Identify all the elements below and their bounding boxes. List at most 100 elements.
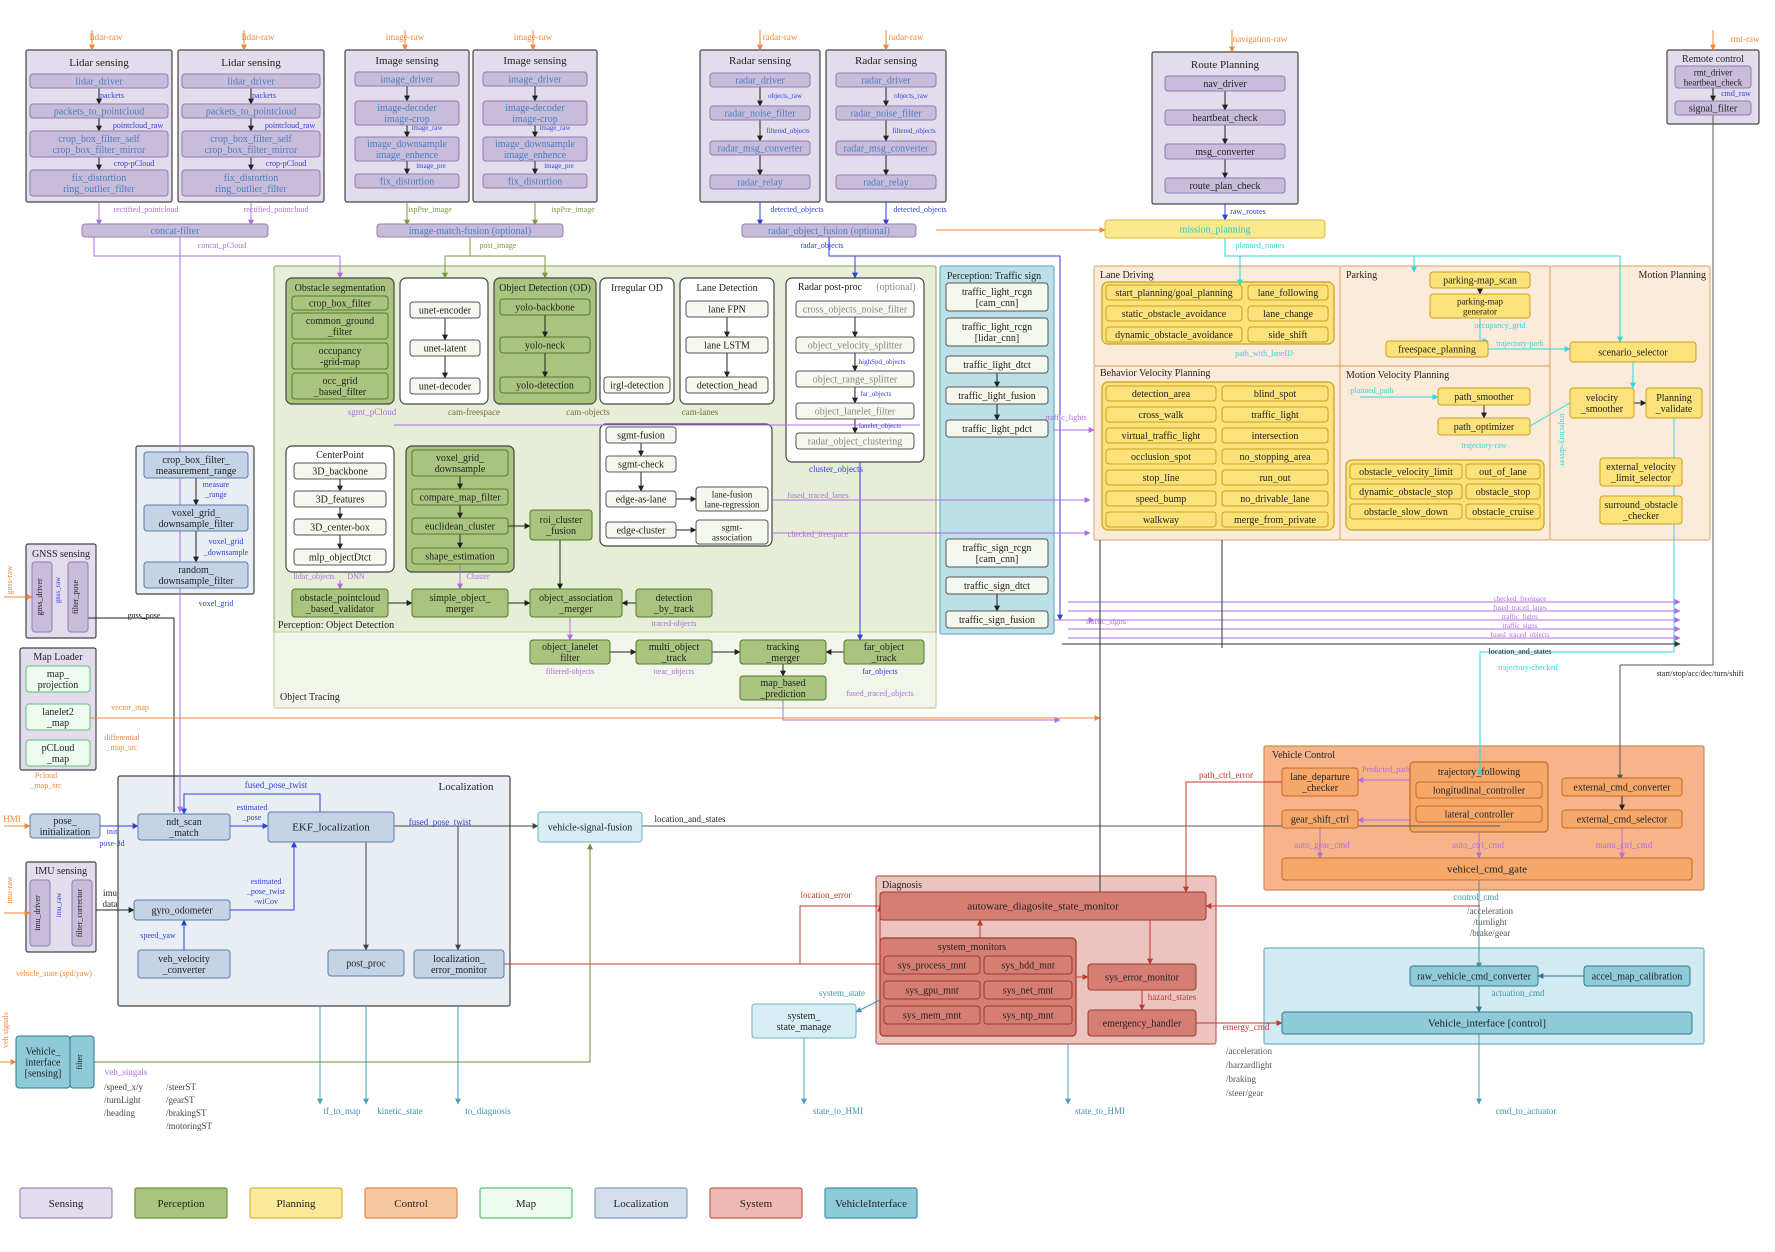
mlp-object-dtct-label: mlp_objectDtct: [309, 553, 371, 564]
crop-box-filter-p: [291, 295, 389, 311]
occupancy-grid-map: [291, 342, 389, 370]
image-raw-label: image-raw: [514, 32, 553, 42]
label: traffic_lights: [1502, 613, 1538, 621]
label: cluster_objects: [809, 464, 863, 474]
sys-monitor: [983, 1005, 1073, 1025]
label: /brakingST: [166, 1108, 207, 1118]
image-downsample-label: image_enhence: [376, 150, 439, 161]
concat-to-seg: [93, 237, 343, 279]
side-shift: [1247, 326, 1329, 343]
lane-following: [1247, 284, 1329, 301]
object-range-splitter: [795, 370, 915, 388]
gear-shift-ctrl: [1281, 809, 1359, 829]
label: control_cmd: [1453, 892, 1499, 902]
label: Obstacle segmentation: [295, 283, 386, 294]
image-fix-distortion-label: fix_distortion: [508, 177, 562, 188]
system-state-manage-label: state_manage: [777, 1022, 832, 1033]
lane-departure-checker: [1281, 767, 1359, 797]
sgmt-check: [605, 455, 677, 473]
localization-error-monitor-label: localization_: [433, 954, 486, 965]
legend-label: Control: [394, 1198, 428, 1210]
localization-error-monitor: [413, 949, 505, 979]
sgmt-association-label: association: [712, 533, 752, 543]
label: image_pre: [416, 162, 446, 170]
label: _downsample: [203, 548, 249, 557]
label: image_raw: [539, 124, 571, 132]
detection-head-label: detection_head: [697, 381, 758, 392]
label: -wiCov: [254, 897, 278, 906]
parking-map-generator-label: parking-map: [1457, 297, 1503, 307]
planned-routes-line: [1224, 238, 1623, 343]
parking-map-scan: [1429, 271, 1531, 289]
image-downsample-label: image_downsample: [495, 139, 576, 150]
image-fix-distortion-label: fix_distortion: [380, 177, 434, 188]
radar-noise-filter-label: radar_noise_filter: [850, 109, 922, 120]
rmt-driver-label: heartbeat_check: [1684, 78, 1743, 88]
sys-monitor-label: sys_mem_mnt: [903, 1011, 962, 1022]
behavior-item-label: blind_spot: [1254, 389, 1296, 400]
label: rectified_pointcloud: [244, 205, 309, 214]
label: hazard_states: [1148, 992, 1197, 1002]
radar-object-fusion: [741, 223, 917, 238]
planning-validate-label: Planning: [1656, 393, 1692, 404]
behavior-item-label: walkway: [1143, 515, 1179, 526]
gyro-odometer: [133, 899, 231, 921]
label: _map_src: [29, 781, 62, 790]
lanelet2-map-label: _map: [46, 718, 69, 729]
label: filtered_objects: [892, 127, 936, 135]
label: gnss_driver: [35, 578, 44, 616]
occ-grid-filter-label: occ_grid: [323, 376, 358, 387]
label: location_and_states: [1488, 647, 1551, 656]
crop-box-filter: [29, 130, 169, 158]
system-state-arrow: [855, 999, 881, 1013]
label: differential: [104, 733, 140, 742]
label: checked_freespace: [1494, 595, 1547, 603]
label: init: [107, 827, 118, 836]
mv-item-label: obstacle_stop: [1476, 487, 1530, 498]
parking-map-generator-label: generator: [1463, 307, 1497, 317]
legend-swatch: [709, 1187, 803, 1219]
lane-departure-checker-label: lane_departure: [1290, 772, 1350, 783]
shape-estimation: [411, 547, 509, 565]
multi-object-track-label: multi_object: [649, 642, 700, 653]
radar-sensing-title: Radar sensing: [729, 55, 792, 67]
image-downsample-label: image_enhence: [504, 150, 567, 161]
sys-monitor: [883, 1005, 981, 1025]
navigation-raw-label: navigation-raw: [1233, 34, 1288, 44]
fix-distortion-ring-filter: [181, 169, 321, 197]
label: cam-objects: [566, 407, 610, 417]
trajectory-checked-line: [1477, 418, 1675, 776]
object-association-merger-label: _merger: [558, 604, 593, 615]
label: trajectory-park: [1496, 339, 1544, 348]
traffic-sign-rcgn: [945, 538, 1049, 568]
label: Irregular OD: [611, 283, 663, 294]
image-driver-label: image_driver: [508, 75, 562, 86]
label: imu_driver: [33, 895, 42, 931]
lane-change: [1247, 305, 1329, 322]
behavior-item: [1105, 406, 1217, 423]
label: /gearST: [166, 1095, 195, 1105]
lidar-sensing-title: Lidar sensing: [69, 57, 129, 69]
object-velocity-splitter-label: object_velocity_splitter: [808, 341, 903, 352]
traffic-light-pdct-label: traffic_light_pdct: [962, 424, 1032, 435]
label: crop-pCloud: [114, 159, 154, 168]
radar-object-fusion-label: radar_object_fusion (optional): [768, 226, 890, 237]
label: (optional): [876, 282, 915, 293]
label: near_objects: [654, 667, 694, 676]
roi-cluster-fusion-label: roi_cluster: [540, 515, 583, 526]
label: DNN: [347, 572, 365, 581]
obstacle-pointcloud-validator: [291, 588, 389, 618]
compare-map-filter: [411, 488, 509, 506]
label: traced-objects: [652, 619, 697, 628]
traffic-light-rcgn-lidar-label: [lidar_cnn]: [975, 333, 1019, 344]
filter-corrector: [71, 879, 93, 947]
sgmt-association-label: sgmt-: [722, 523, 743, 533]
fix-distortion-ring-filter-label: fix_distortion: [224, 173, 278, 184]
unet-latent: [409, 339, 481, 357]
planning-validate: [1645, 387, 1703, 419]
label: trajectory_following: [1438, 767, 1520, 778]
irregular-od-box: [599, 277, 675, 405]
tracking-merger-label: _merger: [765, 653, 800, 664]
label: Perception: Traffic sign: [947, 271, 1041, 282]
